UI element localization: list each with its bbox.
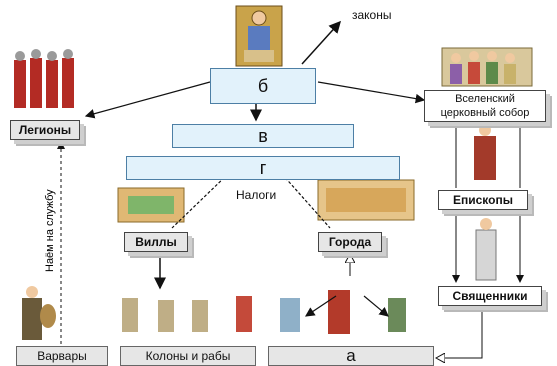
bishop-figure-icon [474,124,496,180]
bishops-box: Епископы [438,190,528,210]
coloni-slaves-label: Колоны и рабы [145,349,231,363]
box-v: в [172,124,354,148]
emperor-figure-icon [235,5,283,67]
bishops-label: Епископы [453,193,513,207]
villa-building-icon [117,187,185,223]
box-g: г [126,156,400,180]
farm-workers-icon [122,296,252,332]
council-label: Вселенский церковный собор [440,93,530,119]
hired-service-label: Наём на службу [44,189,56,272]
box-b: б [210,68,316,104]
barbarian-warrior-icon [22,286,56,340]
roman-legion-icon [14,49,74,108]
cities-box: Города [318,232,382,252]
artisans-icon [280,290,406,334]
villas-label: Виллы [135,235,177,249]
box-a: а [268,346,434,366]
priest-figure-icon [475,218,497,281]
laws-label: законы [352,8,392,22]
legions-label: Легионы [18,123,72,137]
priests-label: Священники [452,289,528,303]
box-v-label: в [258,125,268,146]
box-g-label: г [259,157,267,178]
legions-box: Легионы [10,120,80,140]
barbarians-label: Варвары [37,349,87,363]
box-a-label: а [346,346,356,365]
coloni-slaves-box: Колоны и рабы [120,346,256,366]
taxes-label: Налоги [236,188,277,202]
barbarians-box: Варвары [16,346,108,366]
priests-box: Священники [438,286,542,306]
cities-label: Города [328,235,372,249]
church-council-icon [441,47,533,87]
council-box: Вселенский церковный собор [424,90,546,122]
villas-box: Виллы [124,232,188,252]
box-b-label: б [257,75,269,96]
walled-city-icon [317,179,415,221]
